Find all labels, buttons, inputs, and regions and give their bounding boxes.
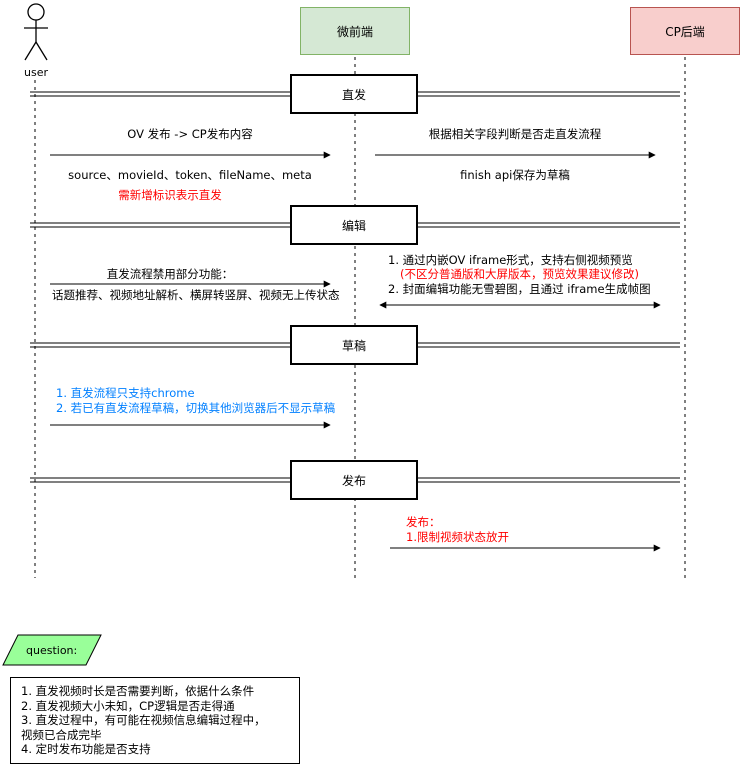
section-publish: 发布	[290, 460, 418, 500]
message-publish-section-line2: 1.限制视频状态放开	[406, 530, 509, 544]
section-divider-publish	[30, 477, 680, 483]
message-disable-label: 直发流程禁用部分功能：	[106, 267, 234, 281]
question-item: 视频已合成完毕	[21, 727, 102, 742]
cp-backend-label: CP后端	[665, 24, 705, 39]
section-draft-label: 草稿	[341, 338, 366, 353]
message-draft-line2: 2. 若已有直发流程草稿，切换其他浏览器后不显示草稿	[56, 401, 336, 415]
section-edit-label: 编辑	[341, 218, 366, 233]
cp-backend-participant: CP后端	[630, 7, 740, 55]
micro-frontend-label: 微前端	[336, 24, 373, 39]
message-publish-section-line1: 发布：	[406, 515, 441, 529]
section-draft: 草稿	[290, 325, 418, 365]
message-iframe-line2: (不区分普通版和大屏版本，预览效果建议修改)	[400, 267, 639, 281]
question-shape	[2, 634, 102, 666]
message-iframe-line3: 2. 封面编辑功能无雪碧图，且通过 iframe生成帧图	[388, 282, 651, 296]
micro-frontend-participant: 微前端	[300, 7, 410, 55]
question-item: 3. 直发过程中，有可能在视频信息编辑过程中，	[21, 713, 266, 727]
message-draft-line1: 1. 直发流程只支持chrome	[56, 386, 195, 400]
section-divider-edit	[30, 222, 680, 228]
section-edit: 编辑	[290, 205, 418, 245]
user-label: user	[24, 66, 48, 79]
message-publish-params: source、movieId、token、fileName、meta	[68, 168, 312, 182]
question-item: 2. 直发视频大小未知，CP逻辑是否走得通	[21, 698, 235, 713]
message-judge-note: finish api保存为草稿	[460, 168, 570, 182]
question-list: 1. 直发视频时长是否需要判断，依据什么条件 2. 直发视频大小未知，CP逻辑是…	[10, 677, 300, 764]
message-judge-label: 根据相关字段判断是否走直发流程	[428, 127, 602, 141]
section-divider-draft	[30, 342, 680, 348]
message-publish-label: OV 发布 -> CP发布内容	[127, 127, 253, 141]
section-direct-publish-label: 直发	[341, 87, 366, 102]
message-disable-detail: 话题推荐、视频地址解析、横屏转竖屏、视频无上传状态	[52, 288, 340, 302]
user-actor-icon	[24, 3, 48, 61]
question-item: 1. 直发视频时长是否需要判断，依据什么条件	[21, 684, 255, 698]
message-publish-note: 需新增标识表示直发	[118, 188, 222, 202]
section-divider-direct	[30, 91, 680, 97]
question-item: 4. 定时发布功能是否支持	[21, 742, 151, 756]
message-iframe-line1: 1. 通过内嵌OV iframe形式，支持右侧视频预览	[388, 253, 633, 267]
section-direct-publish: 直发	[290, 74, 418, 114]
question-label: question:	[26, 644, 78, 657]
section-publish-label: 发布	[341, 473, 366, 488]
